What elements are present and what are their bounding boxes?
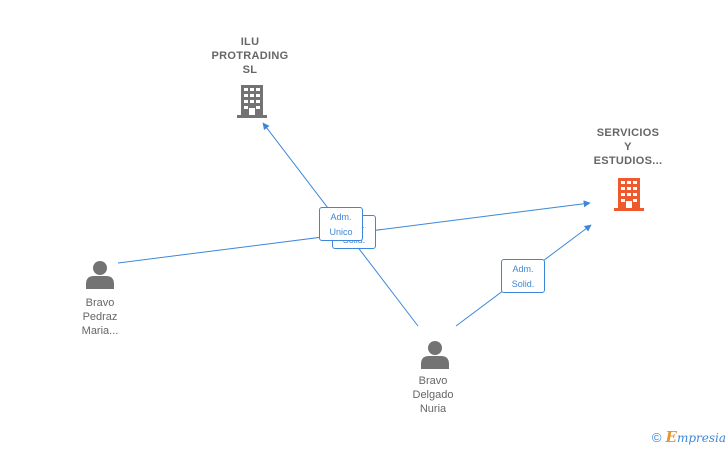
company-label-servicios[interactable]: SERVICIOS Y ESTUDIOS... (578, 126, 678, 168)
company-label-ilu[interactable]: ILU PROTRADING SL (205, 35, 295, 77)
footer-brand[interactable]: © Empresia (652, 428, 726, 446)
label-line: Y (624, 141, 632, 153)
person-icon[interactable] (421, 341, 449, 369)
label-line: ILU (240, 36, 260, 48)
label-line: Bravo (418, 375, 448, 387)
edge-label-line: Unico (329, 227, 353, 237)
label-line: Delgado (412, 389, 454, 401)
label-line: PROTRADING (211, 50, 289, 62)
copyright-icon: © (651, 429, 662, 445)
edge-label-adm-solid[interactable]: Adm. Solid. (501, 259, 545, 293)
person-label-pedraz[interactable]: Bravo Pedraz Maria... (60, 296, 140, 338)
brand-name: mpresia (676, 431, 726, 445)
label-line: Nuria (419, 403, 447, 415)
label-line: ESTUDIOS... (593, 155, 663, 167)
label-line: Bravo (85, 297, 115, 309)
person-label-delgado[interactable]: Bravo Delgado Nuria (393, 374, 473, 416)
edge-label-adm-unico[interactable]: Adm. Unico (319, 207, 363, 241)
person-icon[interactable] (86, 261, 114, 289)
label-line: Maria... (81, 325, 119, 337)
building-icon[interactable] (614, 178, 644, 211)
label-line: SERVICIOS (596, 127, 660, 139)
label-line: Pedraz (82, 311, 118, 323)
edge-label-line: Adm. (512, 264, 534, 274)
building-icon[interactable] (237, 85, 267, 118)
label-line: SL (242, 64, 258, 76)
brand-initial: E (665, 428, 677, 446)
edge-label-line: Adm. (330, 212, 352, 222)
edge-label-line: Solid. (511, 279, 535, 289)
brand-logo: Empresia (666, 428, 727, 446)
